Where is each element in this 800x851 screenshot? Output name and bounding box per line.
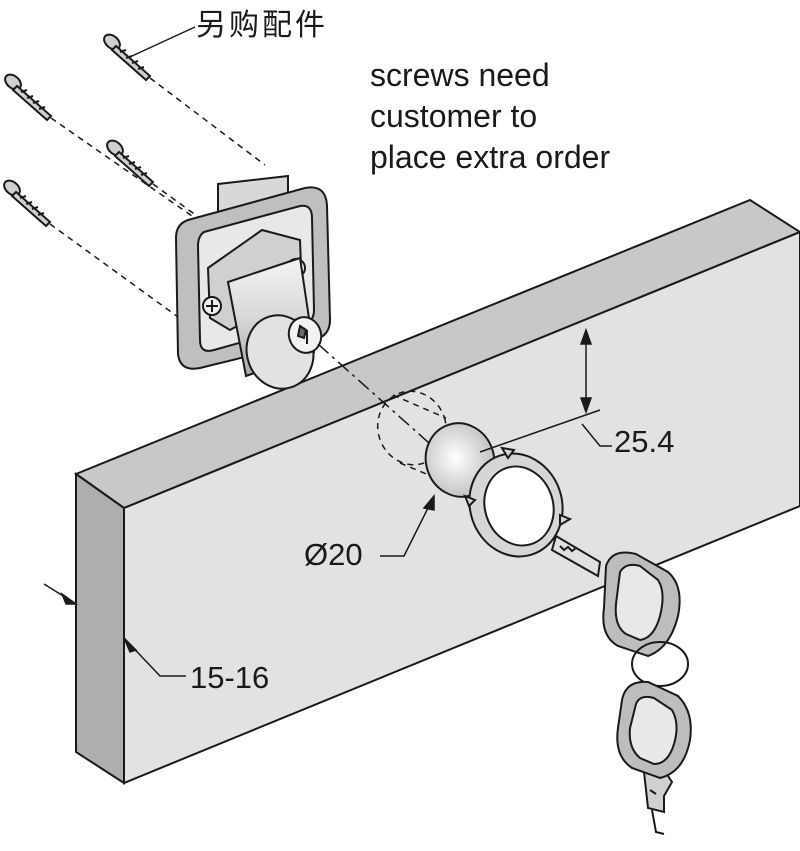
thickness-dimension-label: 15-16	[190, 660, 270, 695]
screw-2	[4, 73, 53, 122]
lock-body	[174, 174, 332, 390]
screw-3	[106, 139, 155, 188]
escutcheon-ring	[463, 446, 573, 558]
hidden-hole-outline	[376, 390, 449, 484]
dimension-thickness	[43, 583, 186, 677]
cabinet-panel	[73, 198, 800, 785]
extra-parts-leader	[131, 26, 196, 57]
screw-note-line-3: place extra order	[370, 139, 611, 175]
dimension-diameter-leader	[380, 493, 435, 557]
dimension-25-4	[479, 327, 612, 453]
screw-note-line-1: screws need	[370, 57, 550, 93]
screw-1	[103, 33, 152, 82]
height-dimension-label: 25.4	[614, 424, 675, 459]
extra-parts-label: 另购配件	[196, 8, 328, 43]
keys	[550, 534, 692, 835]
diameter-dimension-label: Ø20	[304, 537, 363, 572]
screw-note-line-2: customer to	[370, 98, 538, 134]
screw-4	[3, 179, 52, 228]
screw-note: screws need customer to place extra orde…	[370, 55, 700, 178]
